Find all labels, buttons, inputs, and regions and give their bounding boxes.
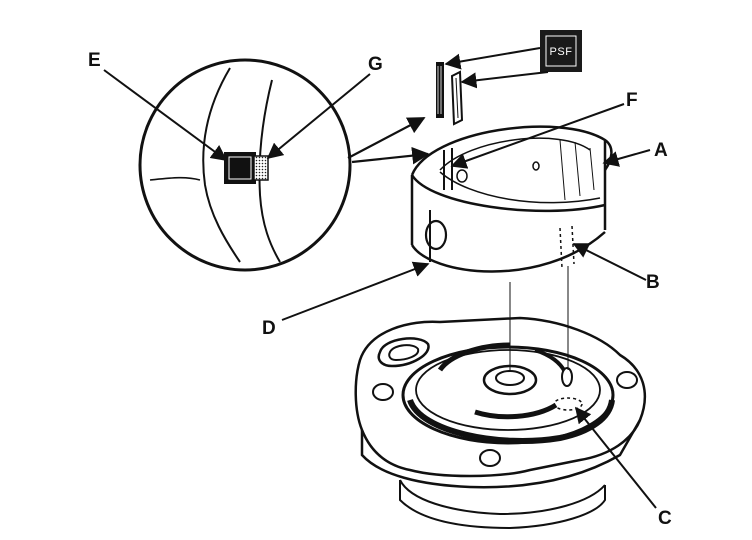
callout-f: F: [626, 90, 638, 111]
leader-lines: [103, 47, 657, 509]
psf-grease-box: PSF: [540, 30, 582, 72]
callout-labels: E G F A B D C: [88, 50, 672, 529]
grease-patch-g-icon: [253, 155, 269, 181]
callout-c: C: [658, 508, 672, 529]
callout-g: G: [368, 54, 383, 75]
callout-e: E: [88, 50, 101, 71]
sensor-housing: [354, 316, 647, 530]
sticker-e-icon: [224, 152, 256, 184]
callout-b: B: [646, 272, 660, 293]
locking-pins: [436, 62, 464, 126]
detail-magnifier: [138, 58, 352, 272]
callout-a: A: [654, 140, 668, 161]
psf-label: PSF: [550, 46, 573, 58]
callout-d: D: [262, 318, 276, 339]
alignment-lines: [509, 266, 569, 370]
cover-ring: [410, 125, 613, 273]
